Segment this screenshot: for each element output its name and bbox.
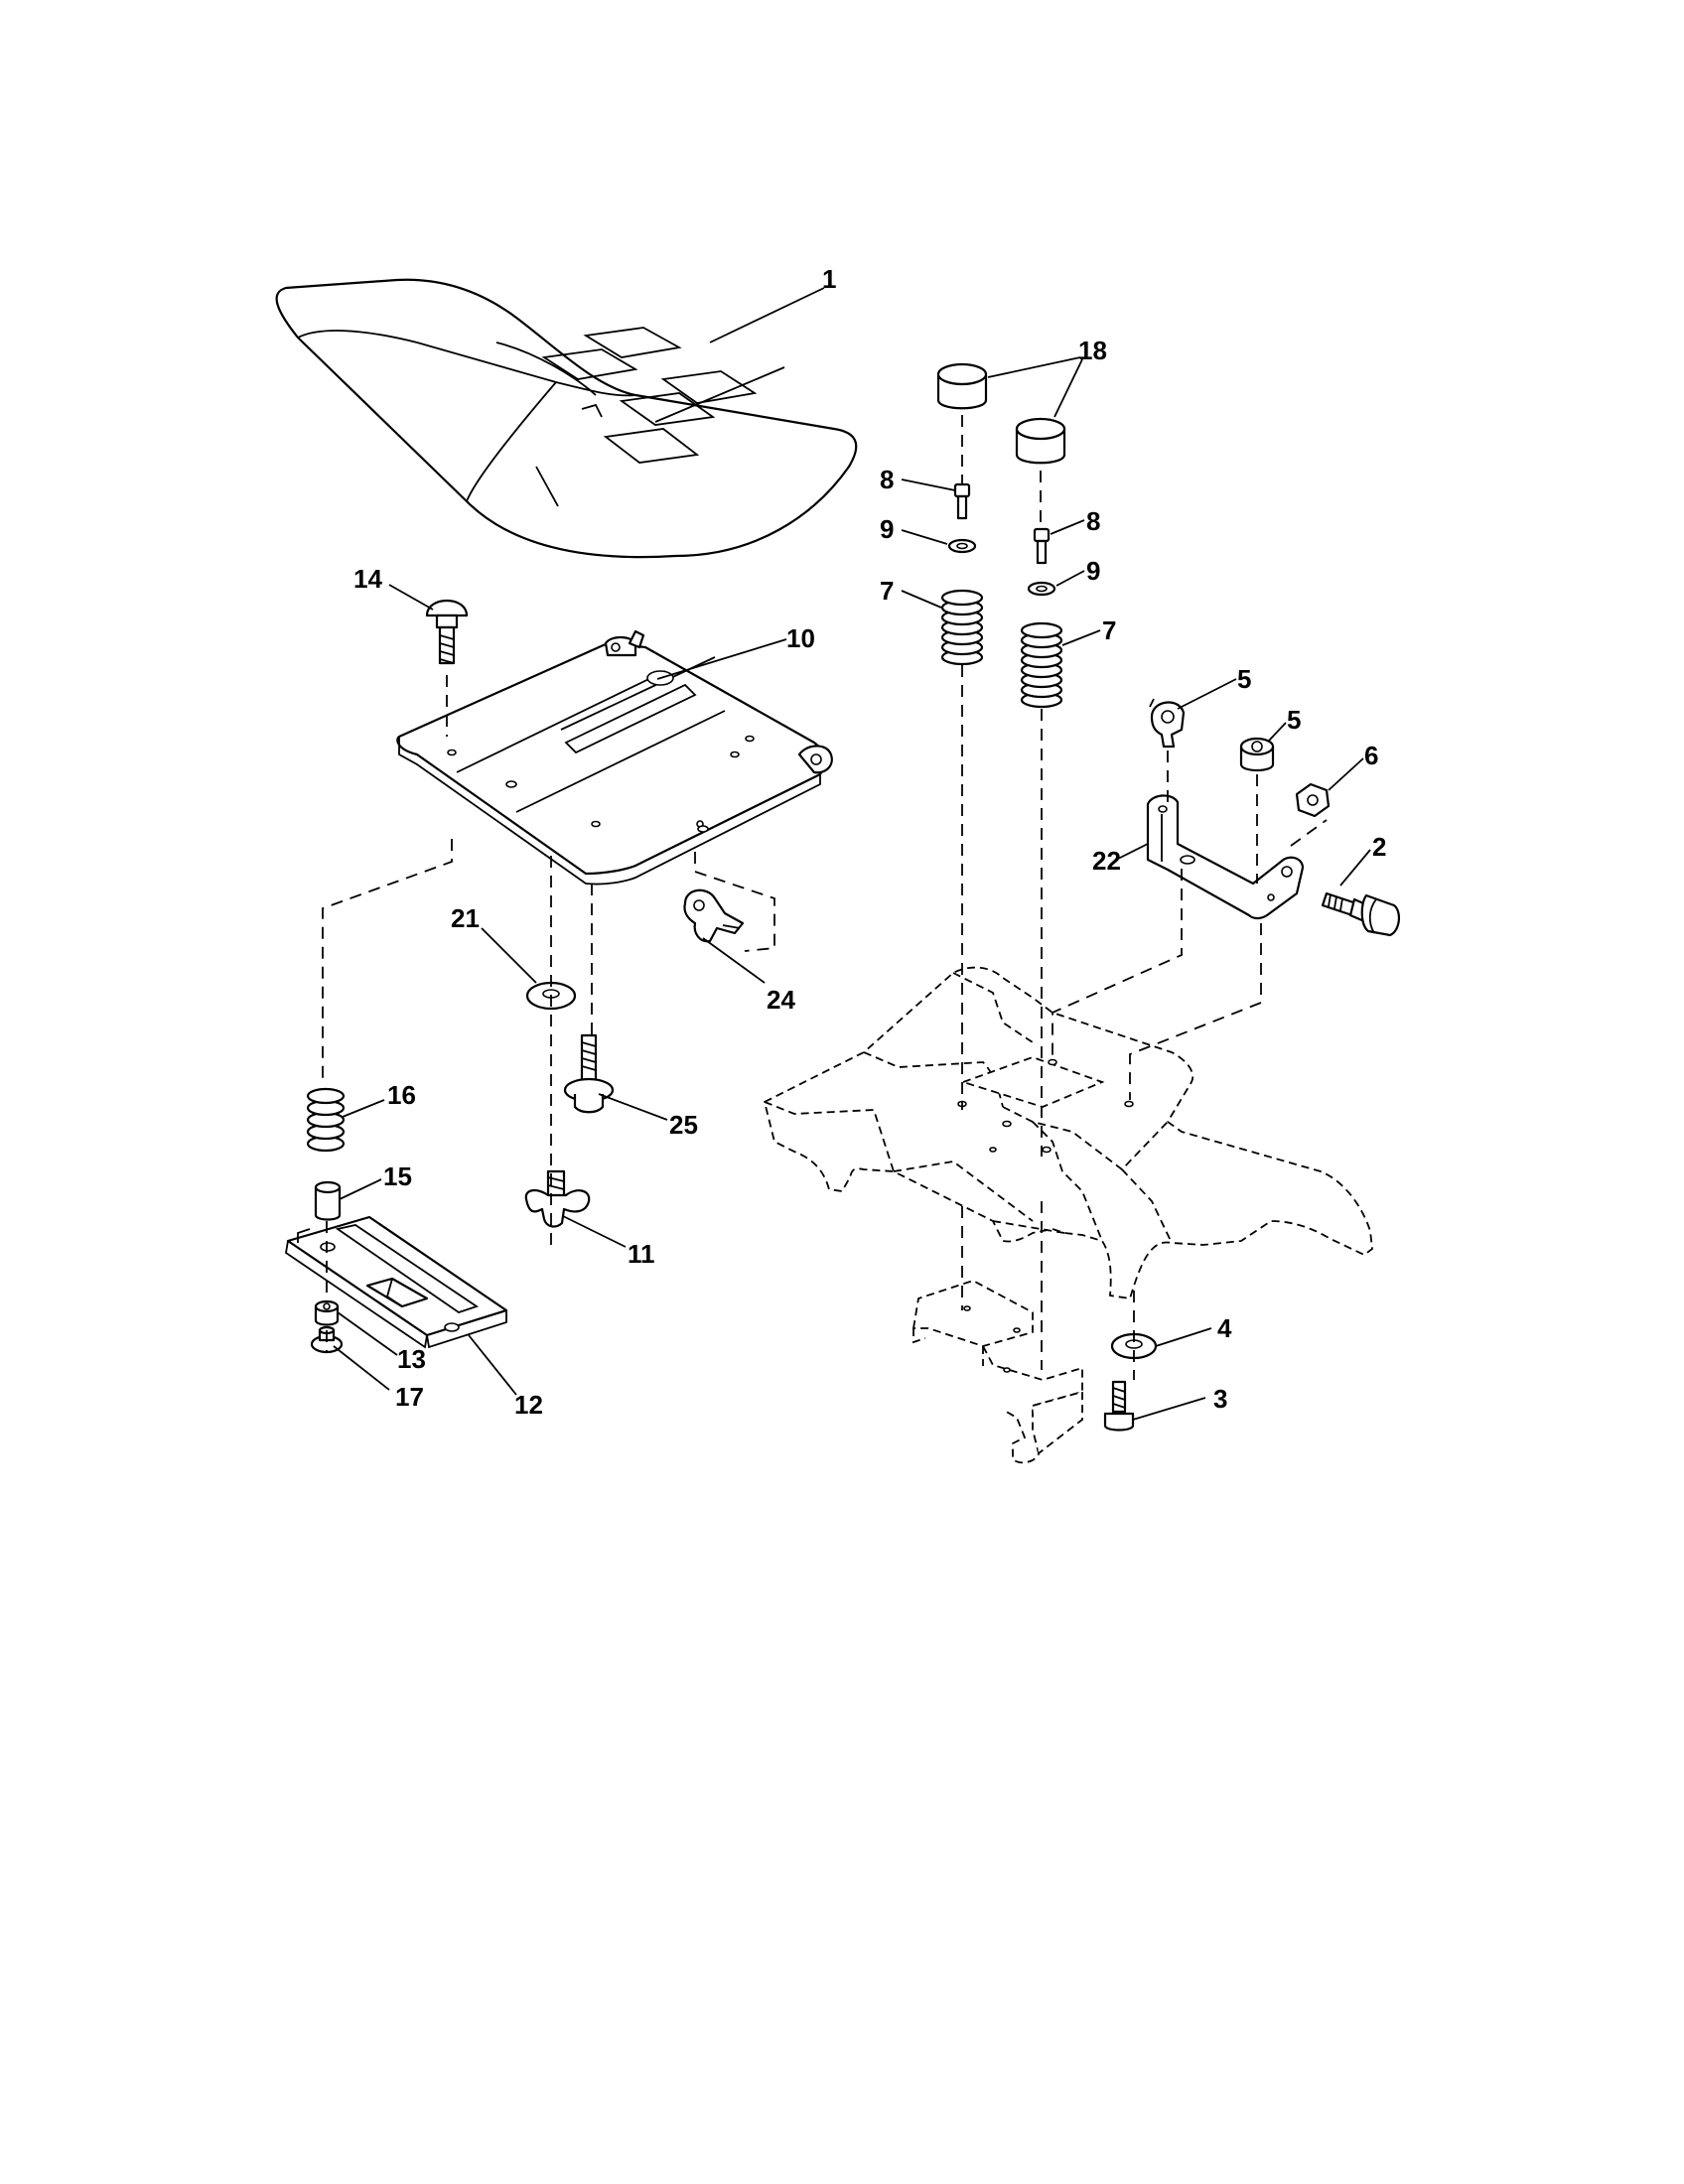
coil-spring-part-7a: [940, 589, 984, 666]
coil-spring-part-7b: [1020, 621, 1063, 709]
callout-8a: 8: [880, 465, 894, 494]
seat-part: [275, 278, 858, 559]
tractor-frame-reference: [763, 966, 1373, 1300]
nut-part-22: [1295, 782, 1331, 818]
callout-25: 25: [669, 1110, 698, 1140]
nut-part-13: [314, 1299, 340, 1326]
pivot-bracket-part: [1146, 794, 1305, 920]
seat-pan-part: [396, 629, 833, 886]
callout-9a: 9: [880, 514, 894, 544]
flange-nut-part-17: [310, 1325, 344, 1354]
seat-mount-bracket-reference: [912, 1280, 1083, 1464]
hex-shoulder-bolt-part: [1321, 891, 1400, 937]
lock-washer-part-9b: [1027, 581, 1056, 597]
alignment-lines: [322, 415, 1328, 1380]
callout-3: 3: [1213, 1384, 1227, 1414]
callout-24: 21: [451, 903, 480, 933]
rubber-spacer-part-18a: [936, 362, 988, 410]
rubber-spacer-part-18b: [1015, 417, 1066, 465]
screw-part-8b: [1033, 527, 1051, 565]
callout-10: 10: [786, 623, 815, 653]
callout-5a: 5: [1237, 664, 1251, 694]
screw-part-8a: [953, 482, 971, 520]
callout-2: 22: [1092, 846, 1121, 876]
callout-14: 14: [353, 564, 382, 594]
callout-16: 16: [387, 1080, 416, 1110]
callout-15: 15: [383, 1161, 412, 1191]
shoulder-bolt-part: [563, 1033, 615, 1114]
seat-panel-pattern: [541, 327, 758, 464]
hex-bolt-part-3: [1103, 1380, 1135, 1432]
callout-leaders: [333, 287, 1371, 1421]
spring-clip-part-right: [1149, 698, 1186, 749]
callout-17: 17: [395, 1382, 424, 1412]
callout-11: 11: [628, 1239, 655, 1269]
lock-nut-part-6: [1239, 737, 1275, 772]
callout-22: 6: [1364, 741, 1378, 770]
callout-12: 12: [514, 1390, 543, 1420]
slide-plate-part: [285, 1215, 508, 1349]
spring-clip-part-left: [683, 888, 745, 943]
callout-6: 5: [1287, 705, 1301, 735]
callout-9b: 9: [1086, 556, 1100, 586]
lock-washer-part-9a: [947, 538, 977, 554]
callout-5b: 24: [767, 985, 795, 1015]
callout-21: 2: [1372, 832, 1386, 862]
callout-13: 13: [397, 1344, 426, 1374]
spacer-part-15: [314, 1180, 342, 1221]
callout-4: 4: [1217, 1313, 1232, 1343]
coil-spring-part-16: [306, 1087, 346, 1153]
callout-18: 18: [1078, 336, 1107, 365]
callout-7a: 7: [880, 576, 894, 606]
carriage-bolt-part: [425, 600, 469, 665]
callout-1: 1: [822, 264, 836, 294]
callout-7b: 7: [1102, 615, 1116, 645]
callout-labels: 1 18 8 8 9 9 7 7 14 10 5 5 6 22 2 21 24 …: [353, 264, 1386, 1420]
adjustment-knob-part: [524, 1169, 591, 1228]
callout-8b: 8: [1086, 506, 1100, 536]
